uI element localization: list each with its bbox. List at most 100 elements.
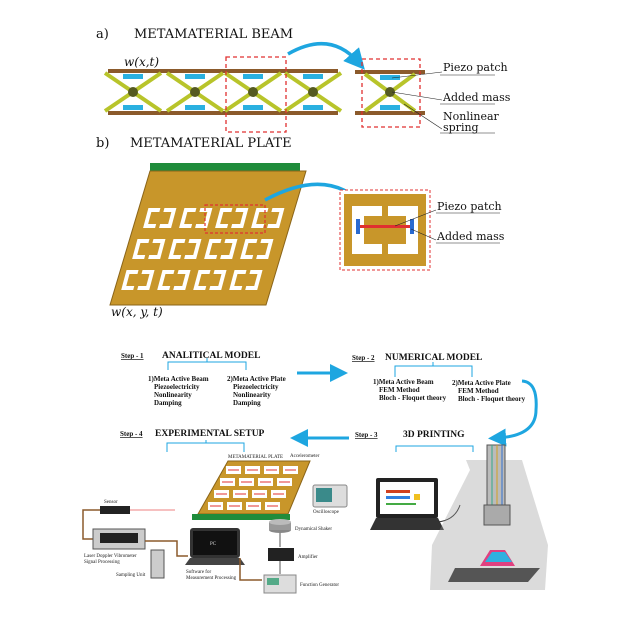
plate-clamp-base bbox=[150, 163, 300, 171]
piezo-patch bbox=[185, 74, 205, 79]
plate-unit-cell bbox=[215, 208, 249, 228]
list-item: FEM Method bbox=[458, 387, 499, 395]
unit-cell-highlight bbox=[225, 56, 287, 133]
plate-unit-cell bbox=[229, 270, 263, 290]
list-item: 1)Meta Active Beam bbox=[148, 375, 209, 383]
piezo-patch bbox=[303, 74, 323, 79]
software-label-2: Measurement Processing bbox=[186, 576, 237, 581]
sampling-unit bbox=[150, 549, 165, 579]
step1-tag: Step - 1 bbox=[121, 352, 144, 360]
list-item: FEM Method bbox=[379, 386, 420, 394]
beam-top-rail bbox=[108, 69, 338, 73]
added-mass bbox=[385, 87, 395, 97]
arrow-step2-to-step3 bbox=[488, 379, 538, 447]
plate-unit-cell bbox=[204, 239, 238, 259]
plate-unit-cell bbox=[143, 208, 177, 228]
beam-unit-cell bbox=[223, 71, 283, 113]
beam-unit-cell bbox=[283, 71, 343, 113]
beam-unit-cell bbox=[165, 71, 225, 113]
added-mass-label: Added mass bbox=[442, 91, 511, 104]
list-item: Bloch - Floquet theory bbox=[379, 394, 447, 402]
amplifier bbox=[268, 548, 294, 561]
list-item: Nonlinearity bbox=[154, 391, 192, 399]
plate-mass-label: Added mass bbox=[436, 230, 505, 243]
software-label-1: Software for bbox=[186, 570, 211, 575]
beam-unit-cell-detail bbox=[355, 70, 425, 115]
plate-unit-cells bbox=[121, 208, 285, 290]
piezo-patch bbox=[380, 105, 400, 110]
nonlinear-spring-label-1: Nonlinear bbox=[443, 110, 500, 123]
vibrometer-label-1: Laser Doppler Vibrometer bbox=[84, 554, 137, 559]
piezo-patch bbox=[380, 75, 400, 80]
generator-label: Function Generator bbox=[300, 583, 339, 588]
list-item: Piezoelectricity bbox=[154, 383, 200, 391]
piezo-patch bbox=[243, 105, 263, 110]
step4-title: EXPERIMENTAL SETUP bbox=[155, 429, 265, 439]
step3-tag: Step - 3 bbox=[355, 431, 378, 439]
piezo-patch-label: Piezo patch bbox=[443, 61, 508, 74]
sampling-unit-label: Sampling Unit bbox=[116, 573, 146, 578]
sensor-label: Sensor bbox=[104, 500, 118, 505]
step3-title: 3D PRINTING bbox=[403, 430, 465, 440]
list-item: Nonlinearity bbox=[233, 391, 271, 399]
detail-frame bbox=[361, 58, 421, 128]
panel-a-letter: a) bbox=[96, 27, 109, 42]
plate-unit-cell bbox=[251, 208, 285, 228]
plate-unit-cell bbox=[240, 239, 274, 259]
oscilloscope-label: Oscilloscope bbox=[313, 510, 340, 515]
list-item: 2)Meta Active Plate bbox=[452, 379, 511, 387]
added-mass bbox=[248, 87, 258, 97]
experimental-setup: METAMATERIAL PLATE Accelerometer Oscillo… bbox=[82, 454, 348, 594]
workflow: Step - 1 ANALITICAL MODEL 1)Meta Active … bbox=[82, 351, 548, 594]
laptop-keyboard bbox=[370, 518, 444, 530]
nonlinear-spring-label-2: spring bbox=[443, 121, 479, 134]
list-item: Damping bbox=[233, 399, 261, 407]
pc-label: PC bbox=[210, 542, 217, 547]
beam-unit-cell bbox=[103, 71, 163, 113]
piezo-bar bbox=[357, 225, 413, 228]
plate-unit-cell bbox=[168, 239, 202, 259]
piezo-patch bbox=[303, 105, 323, 110]
list-item: Piezoelectricity bbox=[233, 383, 279, 391]
piezo-patch-left bbox=[356, 219, 360, 234]
zoom-arrow bbox=[287, 42, 365, 70]
metamaterial-beam bbox=[103, 69, 343, 115]
piezo-patch bbox=[123, 74, 143, 79]
step2-tag: Step - 2 bbox=[352, 354, 375, 362]
print-bed bbox=[448, 568, 540, 582]
plate-unit-cell bbox=[121, 270, 155, 290]
vibrometer-label-2: Signal Processing bbox=[84, 560, 120, 565]
panel-b: b) METAMATERIAL PLATE Piezo patch Added … bbox=[96, 136, 505, 319]
step1-plate-list: 2)Meta Active PlatePiezoelectricityNonli… bbox=[227, 375, 286, 407]
plate-unit-cell bbox=[157, 270, 191, 290]
exp-plate-base bbox=[192, 514, 290, 520]
piezo-patch bbox=[185, 105, 205, 110]
list-item: 1)Meta Active Beam bbox=[373, 378, 434, 386]
list-item: 2)Meta Active Plate bbox=[227, 375, 286, 383]
3d-printer-illustration bbox=[370, 444, 548, 590]
beam-bottom-rail bbox=[108, 111, 338, 115]
panel-a: a) METAMATERIAL BEAM w(x,t) Piezo patch … bbox=[96, 27, 511, 134]
accelerometer-label: Accelerometer bbox=[290, 454, 320, 459]
added-mass bbox=[128, 87, 138, 97]
plate-unit-cell bbox=[179, 208, 213, 228]
cell-cutouts bbox=[352, 206, 418, 254]
plate-unit-cell bbox=[193, 270, 227, 290]
plate-cell-highlight bbox=[204, 204, 266, 234]
shaker-label: Dynamical Shaker bbox=[295, 527, 332, 532]
added-mass bbox=[308, 87, 318, 97]
piezo-patch bbox=[123, 105, 143, 110]
list-item: Damping bbox=[154, 399, 182, 407]
added-mass bbox=[190, 87, 200, 97]
plate-piezo-label: Piezo patch bbox=[437, 200, 502, 213]
amplifier-label: Amplifier bbox=[298, 555, 318, 560]
piezo-patch-right bbox=[410, 219, 414, 234]
plate-unit-cell bbox=[132, 239, 166, 259]
step1-title: ANALITICAL MODEL bbox=[162, 351, 260, 361]
list-item: Bloch - Floquet theory bbox=[458, 395, 526, 403]
exp-plate-label: METAMATERIAL PLATE bbox=[228, 455, 283, 460]
panel-b-letter: b) bbox=[96, 136, 109, 151]
